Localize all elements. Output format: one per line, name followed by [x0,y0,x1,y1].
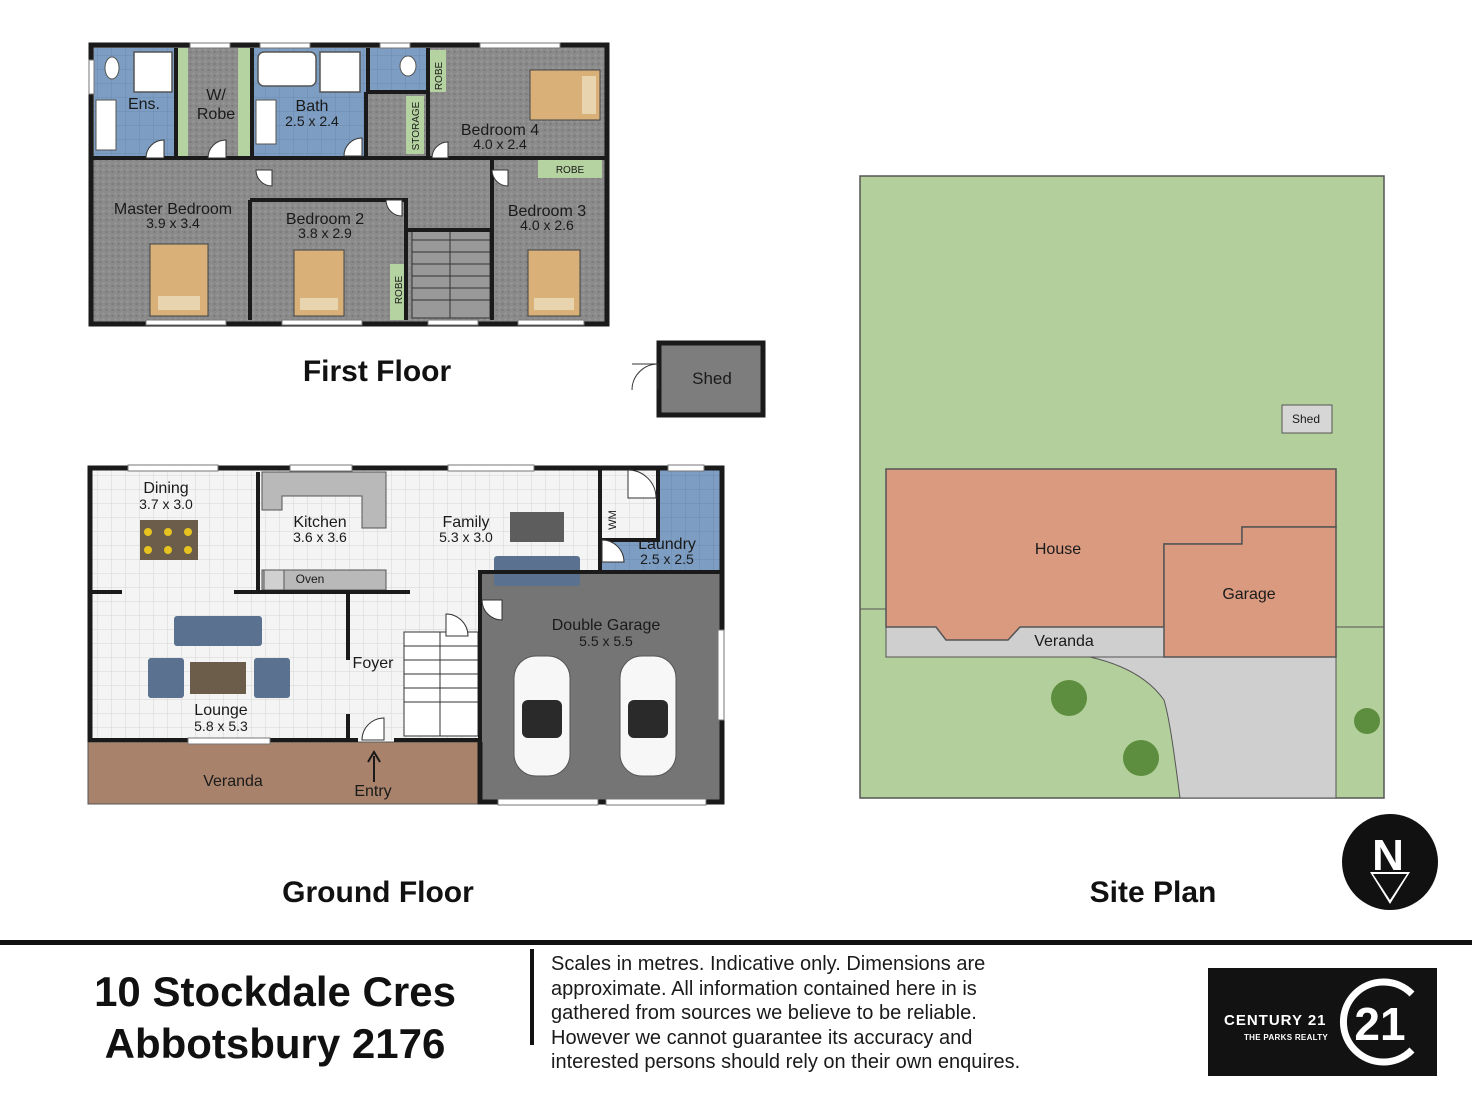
bed [149,243,209,317]
logo-mark-text: 21 [1354,998,1405,1050]
robe-strip [430,50,446,92]
shower [133,51,173,93]
wm-label: WM [607,510,619,530]
kitchen-size: 3.6 x 3.6 [293,529,347,545]
address-line-1: 10 Stockdale Cres [94,968,456,1015]
master-label: Master Bedroom [114,201,232,218]
entry-arrow [367,750,381,782]
bedroom3-label: Bedroom 3 [508,203,586,220]
robe-strip [176,48,188,156]
entry-label: Entry [354,783,391,800]
site-shed [1281,404,1333,434]
robe-strip [538,160,602,178]
vanity [255,99,277,145]
ensuite-label: Ens. [128,96,160,113]
side-boundary [860,608,1384,628]
site-veranda-label: Veranda [1034,633,1094,650]
kitchen-island [261,471,387,529]
logo-subtitle: THE PARKS REALTY [1244,1033,1329,1042]
stove [263,569,285,591]
stairs [403,631,479,737]
bath-label: Bath [296,98,329,115]
bedroom2-label: Bedroom 2 [286,211,364,228]
foyer-label: Foyer [353,655,395,672]
car [513,655,571,777]
shed-plan: Shed [631,340,766,418]
laundry-label: Laundry [638,536,696,553]
garage-label: Double Garage [552,617,661,634]
driveway [1089,656,1337,799]
tree [1123,740,1159,776]
lounge-size: 5.8 x 5.3 [194,718,248,734]
shed-label: Shed [692,369,732,388]
laundry-size: 2.5 x 2.5 [640,551,694,567]
site-house-label: House [1035,541,1081,558]
veranda-ground [87,741,481,805]
stairs [411,229,491,319]
address-line-2: Abbotsbury 2176 [104,1020,446,1067]
site-plan: Shed House Garage Veranda [859,175,1385,799]
site-plan-heading: Site Plan [1089,876,1217,909]
bath-size: 2.5 x 2.4 [285,113,339,129]
bathtub [257,51,317,87]
shower [319,51,361,93]
storage-label: STORAGE [411,101,422,150]
family-label: Family [442,514,489,531]
family-size: 5.3 x 3.0 [439,529,493,545]
bedroom4-label: Bedroom 4 [461,122,539,139]
logo-brand: CENTURY 21 [1224,1012,1327,1029]
storage-strip [406,96,424,154]
family-table [510,512,564,542]
coffee-table [190,662,246,694]
veranda-label: Veranda [203,773,263,790]
garage-size: 5.5 x 5.5 [579,633,633,649]
ground-floor-heading: Ground Floor [282,876,474,909]
site-veranda [885,626,1165,658]
car [619,655,677,777]
lounge-chair [148,658,184,698]
first-floor-plan: Ens. W/ Robe Bath 2.5 x 2.4 Bedroom 4 4.… [88,42,610,327]
wc-floor [370,48,426,92]
bed [527,249,581,317]
robe-strip [390,264,406,320]
wir-label-1: W/ [206,87,226,104]
toilet [104,56,120,80]
lounge-sofa [174,616,262,646]
tree [1354,708,1380,734]
tree [1051,680,1087,716]
toilet [399,55,417,77]
site-garage-label: Garage [1222,586,1275,603]
disclaimer-text: Scales in metres. Indicative only. Dimen… [551,953,1021,1073]
vanity [95,99,117,151]
kitchen-label: Kitchen [293,514,346,531]
site-shed-label: Shed [1292,412,1320,426]
bed [529,69,601,121]
dining-size: 3.7 x 3.0 [139,496,193,512]
footer-divider [0,940,1472,945]
bedroom4-size: 4.0 x 2.4 [473,136,527,152]
bed [293,249,345,317]
century21-logo: CENTURY 21 THE PARKS REALTY 21 [1208,968,1437,1076]
dining-table [140,520,198,560]
lounge-chair [254,658,290,698]
north-label: N [1372,831,1404,880]
dining-label: Dining [143,480,188,497]
robe-strip [238,48,250,156]
oven-label: Oven [296,572,325,586]
wir-label-2: Robe [197,106,235,123]
bedroom2-size: 3.8 x 2.9 [298,225,352,241]
north-arrow-icon: N [1342,814,1438,910]
robe-label: ROBE [394,276,405,305]
ground-floor-plan: Dining 3.7 x 3.0 Kitchen 3.6 x 3.6 Famil… [87,464,725,806]
bedroom3-size: 4.0 x 2.6 [520,217,574,233]
site-garage [1163,526,1337,658]
robe-label: ROBE [434,62,445,91]
robe-label: ROBE [556,165,585,176]
lounge-label: Lounge [194,702,247,719]
logo-21-mark: 21 [1339,978,1415,1066]
first-floor-heading: First Floor [302,355,452,388]
master-size: 3.9 x 3.4 [146,215,200,231]
footer-separator [530,949,534,1045]
